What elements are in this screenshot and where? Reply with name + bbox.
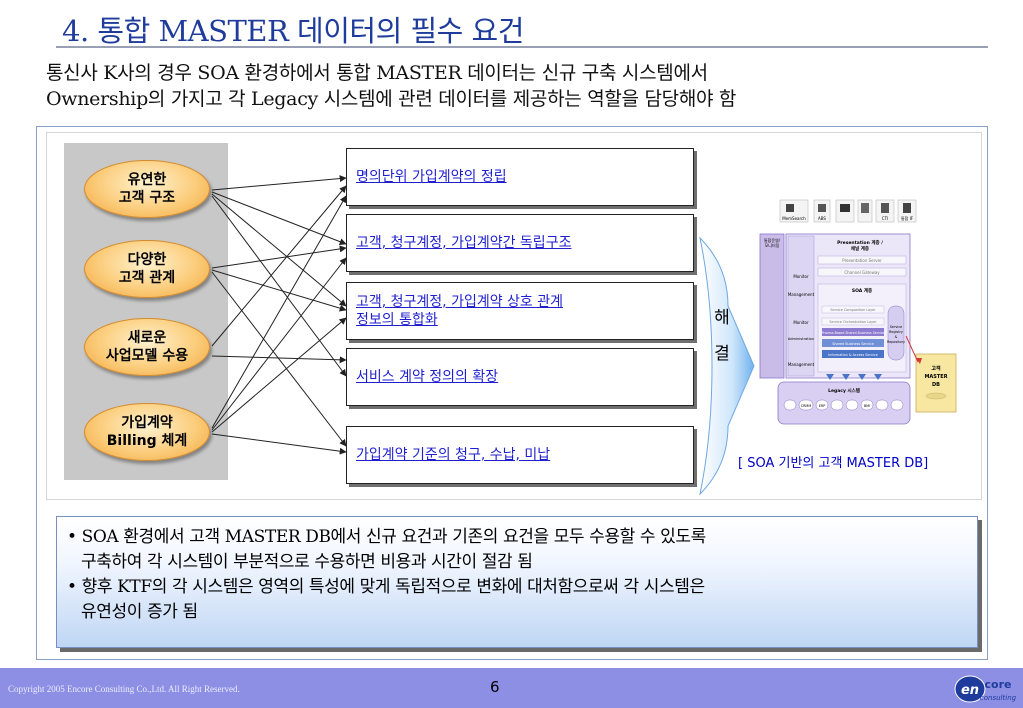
need-3-line-1: 새로운 [127, 330, 167, 346]
arch-side-management-2: Management [788, 362, 815, 367]
need-1-line-1: 유연한 [127, 172, 167, 188]
arch-side-monitor-1: Monitor [793, 274, 809, 279]
need-4-line-1: 가입계약 [121, 415, 173, 431]
copyright-text: Copyright 2005 Encore Consulting Co.,Ltd… [8, 684, 240, 694]
need-3-line-2: 사업모델 수용 [105, 348, 189, 364]
arrow-need2-req5 [211, 271, 347, 447]
encore-logo: en core consulting [954, 675, 1017, 703]
svg-text:&: & [895, 335, 898, 339]
arch-db-line-1: 고객 [931, 365, 941, 372]
svg-text:core: core [985, 678, 1012, 691]
arch-legacy-bmi: BMI [864, 404, 870, 408]
summary-bullet-2: • 향후 KTF의 각 시스템은 영역의 특성에 맞게 독립적으로 변화에 대처… [67, 575, 967, 625]
title-underline [56, 46, 988, 48]
arch-soa-item-3: Process-Based Shared Business Service [821, 331, 884, 335]
arrow-need3-req4 [211, 355, 347, 364]
icon-label-memsearch: MemSearch [782, 216, 806, 221]
svg-text:consulting: consulting [980, 694, 1017, 702]
need-2-line-2: 고객 관계 [118, 270, 176, 286]
svg-text:en: en [961, 683, 979, 698]
arch-db-line-3: DB [932, 382, 940, 388]
requirement-3-line-2: 정보의 통합화 [356, 312, 438, 328]
svg-text:채널 계층: 채널 계층 [851, 245, 869, 252]
solution-arrow [699, 236, 755, 496]
arch-channel-gateway: Channel Gateway [844, 270, 880, 275]
need-1-line-2: 고객 구조 [118, 190, 176, 206]
arch-side-administration: Administration [788, 337, 814, 341]
need-oval-4: 가입계약 Billing 체계 [84, 403, 210, 461]
arch-soa-item-4: Shared Business Service [832, 342, 874, 346]
arch-soa-item-2: Service Orchestration Layer [829, 320, 877, 324]
arch-soa-title: SOA 계층 [852, 287, 872, 294]
summary-bullet-2-line-2: 유연성이 증가 됨 [81, 602, 198, 622]
arch-legacy-items: CRMM ERP BMI [783, 399, 904, 411]
icon-label-if: 통합 IF [901, 215, 914, 221]
svg-text:Registry: Registry [889, 330, 903, 334]
arch-soa-item-5: Information & Access Service [828, 353, 878, 357]
arch-soa-item-1: Service Composition Layer [830, 308, 876, 312]
arch-legacy-title: Legacy 시스템 [828, 387, 860, 394]
arch-presentation-title: Presentation 계층 / [837, 239, 883, 246]
arrow-need1-req3 [211, 193, 347, 307]
requirement-box-5: 가입계약 기준의 청구, 수납, 미납 [346, 426, 694, 484]
arch-db-line-2: MASTER [924, 374, 947, 380]
summary-bullet-1-line-2: 구축하여 각 시스템이 부분적으로 수용하면 비용과 시간이 절감 됨 [81, 552, 533, 572]
arrow-need4-req3 [211, 317, 347, 433]
arch-left-label: 통합운영/ [764, 237, 781, 243]
intro-text: 통신사 K사의 경우 SOA 환경하에서 통합 MASTER 데이터는 신규 구… [46, 60, 736, 112]
solution-char-2: 결 [714, 344, 730, 364]
architecture-caption: [ SOA 기반의 고객 MASTER DB] [738, 456, 929, 471]
requirement-3-line-1: 고객, 청구계정, 가입계약 상호 관계 [356, 294, 564, 310]
summary-box: • SOA 환경에서 고객 MASTER DB에서 신규 요건과 기존의 요건을… [56, 516, 978, 648]
arch-legacy-erp: ERP [819, 404, 826, 408]
solution-char-1: 해 [714, 308, 730, 328]
page-number: 6 [490, 678, 500, 696]
arch-registry: Service [890, 325, 903, 329]
arch-legacy-crmm: CRMM [801, 404, 812, 408]
summary-bullet-2-line-1: 향후 KTF의 각 시스템은 영역의 특성에 맞게 독립적으로 변화에 대처함으… [81, 577, 705, 597]
requirement-2-line-1: 고객, 청구계정, 가입계약간 독립구조 [356, 235, 572, 251]
arch-side-monitor-2: Monitor [793, 320, 809, 325]
icon-label-abs: ABS [818, 216, 826, 221]
requirement-box-1: 명의단위 가입계약의 정립 [346, 148, 694, 206]
intro-line-2: Ownership의 가지고 각 Legacy 시스템에 관련 데이터를 제공하… [46, 88, 737, 110]
need-4-line-2: Billing 체계 [106, 433, 188, 449]
arrow-need3-req1 [211, 185, 347, 347]
arrow-need1-req4 [211, 195, 347, 377]
arrow-need1-req1 [211, 175, 347, 191]
soa-architecture-diagram: MemSearch ABS CTI 통합 IF 통합운영/ 모니터링 Prese… [756, 196, 966, 444]
svg-text:모니터링: 모니터링 [765, 242, 780, 248]
arch-presentation-server: Presentation Server [842, 258, 882, 263]
requirement-1-line-1: 명의단위 가입계약의 정립 [356, 169, 507, 185]
arrow-need1-req2 [211, 191, 347, 245]
intro-line-1: 통신사 K사의 경우 SOA 환경하에서 통합 MASTER 데이터는 신규 구… [46, 62, 708, 84]
page-title: 4. 통합 MASTER 데이터의 필수 요건 [62, 14, 524, 48]
summary-bullet-1-line-1: SOA 환경에서 고객 MASTER DB에서 신규 요건과 기존의 요건을 모… [81, 527, 707, 547]
arch-down-arrows [826, 374, 882, 380]
requirement-4-line-1: 서비스 계약 정의의 확장 [356, 369, 499, 385]
arrow-need2-req2 [211, 245, 347, 269]
svg-text:Repository: Repository [887, 340, 905, 344]
solution-label: 해 결 [712, 300, 732, 372]
icon-label-cti: CTI [882, 216, 888, 221]
arch-side-management-1: Management [788, 292, 815, 297]
arrow-need4-req1 [211, 195, 347, 429]
summary-bullet-1: • SOA 환경에서 고객 MASTER DB에서 신규 요건과 기존의 요건을… [67, 525, 967, 575]
arch-db-link [905, 335, 919, 363]
footer-bar [0, 668, 1023, 708]
requirement-box-4: 서비스 계약 정의의 확장 [346, 348, 694, 406]
arrow-need4-req5 [211, 433, 347, 455]
requirement-box-2: 고객, 청구계정, 가입계약간 독립구조 [346, 214, 694, 272]
arrow-need2-req3 [211, 269, 347, 312]
top-icons-row: MemSearch ABS CTI 통합 IF [779, 199, 917, 223]
requirement-5-line-1: 가입계약 기준의 청구, 수납, 미납 [356, 447, 551, 463]
need-2-line-1: 다양한 [127, 252, 167, 268]
arrow-need4-req2 [211, 257, 347, 431]
